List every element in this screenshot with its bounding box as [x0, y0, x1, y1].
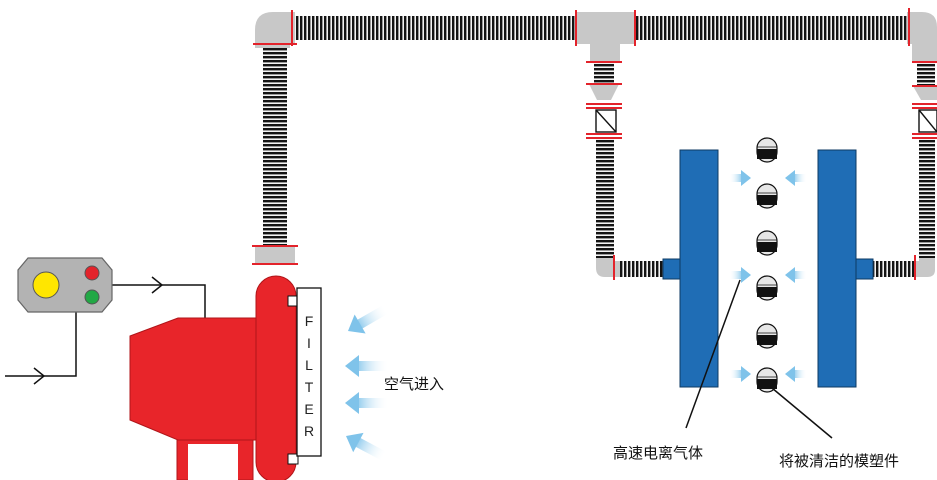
- hose-clamps: [252, 8, 937, 280]
- filter-letter: F: [305, 313, 314, 329]
- filter-letter: E: [304, 401, 313, 417]
- control-wiring: [5, 284, 206, 377]
- ion-airflow-arrows: [729, 170, 807, 382]
- filter-letter: R: [304, 423, 314, 439]
- electrode-bars: [662, 149, 874, 388]
- molded-parts: [756, 137, 778, 393]
- molded-part-icon: [756, 275, 778, 301]
- hose-connectors: [255, 12, 937, 277]
- red-indicator-icon: [84, 265, 100, 281]
- hose-network: [263, 16, 935, 277]
- filter-letter: T: [305, 379, 314, 395]
- molded-part-icon: [756, 137, 778, 163]
- wire-arrow-icon: [33, 276, 164, 385]
- blower-icon: [129, 275, 297, 480]
- molded-part-icon: [756, 230, 778, 256]
- green-indicator-icon: [84, 289, 100, 305]
- parts-to-clean-label: 将被清洁的模塑件: [779, 452, 899, 470]
- filter-letter: L: [305, 357, 313, 373]
- molded-part-icon: [756, 323, 778, 349]
- ionized-gas-label: 高速电离气体: [613, 444, 703, 462]
- filter-panel: F I L T E R: [287, 287, 322, 465]
- yellow-indicator-icon: [32, 271, 60, 299]
- valve-icon: [595, 109, 937, 133]
- leader-lines: [685, 279, 833, 439]
- air-intake-label: 空气进入: [384, 375, 444, 393]
- molded-part-icon: [756, 183, 778, 209]
- molded-part-icon: [756, 367, 778, 393]
- filter-letter: I: [307, 335, 311, 351]
- control-box-icon: [17, 257, 113, 313]
- airflow-arrow-icon: [345, 304, 389, 462]
